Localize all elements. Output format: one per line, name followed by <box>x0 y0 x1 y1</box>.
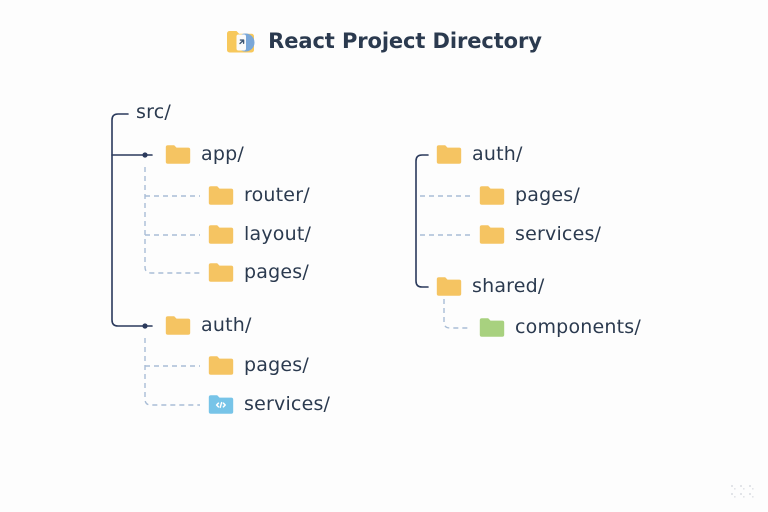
folder-icon-router <box>208 186 234 205</box>
auth-children-spine <box>144 338 200 406</box>
left-spine-path <box>111 113 153 327</box>
junction-dot-app <box>142 152 148 158</box>
folder-code-icon-services <box>208 395 234 414</box>
node-auth[interactable]: auth/ <box>165 315 252 336</box>
node-shared-components[interactable]: components/ <box>479 317 641 338</box>
node-label-app: app/ <box>201 143 244 165</box>
app-children-spine <box>144 167 200 274</box>
node-label-shared: shared/ <box>472 275 545 297</box>
node-label-router: router/ <box>244 184 310 206</box>
node-label-auth: auth/ <box>201 314 252 336</box>
folder-icon-shared <box>436 277 462 296</box>
right-spine-path <box>415 154 429 288</box>
node-label-right-auth-services: services/ <box>515 223 602 245</box>
node-label-app-pages: pages/ <box>244 261 309 283</box>
node-src[interactable]: src/ <box>136 103 171 122</box>
node-label-auth-pages: pages/ <box>244 354 309 376</box>
node-label-right-auth-pages: pages/ <box>515 184 580 206</box>
title-text: React Project Directory <box>268 29 542 53</box>
folder-icon-right-auth-services <box>479 225 505 244</box>
page-title: React Project Directory <box>0 28 768 54</box>
react-folder-icon <box>227 31 255 53</box>
folder-icon-right-auth <box>436 145 462 164</box>
node-label-auth-services: services/ <box>244 393 331 415</box>
node-right-auth-pages[interactable]: pages/ <box>479 185 580 206</box>
node-label-src: src/ <box>136 101 171 123</box>
junction-dot-auth <box>142 323 148 329</box>
node-auth-pages[interactable]: pages/ <box>208 355 309 376</box>
node-app-router[interactable]: router/ <box>208 185 310 206</box>
node-label-layout: layout/ <box>244 223 312 245</box>
node-right-auth-services[interactable]: services/ <box>479 224 601 245</box>
node-shared[interactable]: shared/ <box>436 276 545 297</box>
folder-icon-auth-pages <box>208 356 234 375</box>
node-app-pages[interactable]: pages/ <box>208 262 309 283</box>
node-right-auth[interactable]: auth/ <box>436 144 523 165</box>
node-app[interactable]: app/ <box>165 144 244 165</box>
shared-children-spine <box>443 299 471 329</box>
folder-icon-app-pages <box>208 263 234 282</box>
node-label-components: components/ <box>515 316 641 338</box>
folder-icon-app <box>165 145 191 164</box>
folder-icon-right-auth-pages <box>479 186 505 205</box>
node-label-right-auth: auth/ <box>472 143 523 165</box>
dot-grid-watermark <box>731 485 754 498</box>
folder-icon-auth <box>165 316 191 335</box>
folder-icon-layout <box>208 225 234 244</box>
node-app-layout[interactable]: layout/ <box>208 224 311 245</box>
folder-icon-components <box>479 318 505 337</box>
node-auth-services[interactable]: services/ <box>208 394 330 415</box>
